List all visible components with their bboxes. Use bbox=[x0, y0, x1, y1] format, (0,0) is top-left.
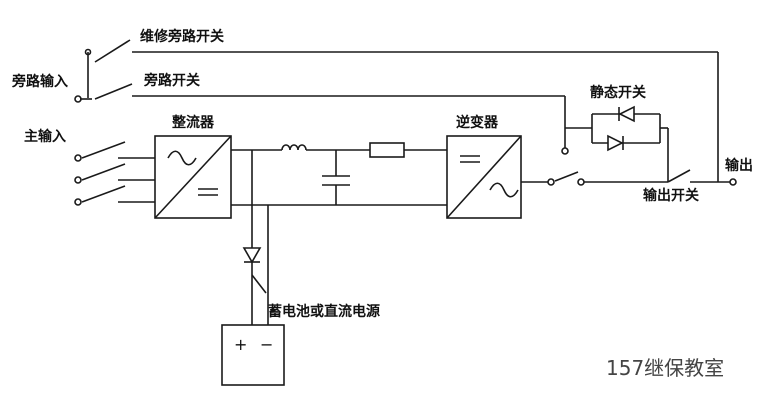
rectifier-block bbox=[154, 135, 232, 219]
output-switch-blade bbox=[667, 169, 691, 183]
battery-label: 蓄电池或直流电源 bbox=[268, 303, 380, 320]
maintenance-bypass-switch-blade bbox=[94, 39, 131, 63]
inverter-switch-terminal-1 bbox=[547, 178, 555, 186]
battery-diode-icon bbox=[242, 247, 262, 264]
main-input-switch-blade-1 bbox=[81, 141, 126, 159]
ac-wave-icon bbox=[489, 182, 519, 198]
diode-bottom-icon bbox=[607, 134, 624, 152]
inverter-switch-terminal-2 bbox=[577, 178, 585, 186]
main-input-switch-blade-2 bbox=[81, 163, 126, 181]
inverter-diagonal bbox=[446, 135, 522, 219]
main-input-terminal-1 bbox=[74, 154, 82, 162]
main-input-switch-blade-3 bbox=[81, 185, 126, 203]
battery-plus-symbol: + bbox=[234, 335, 247, 354]
maintenance-bypass-switch-label: 维修旁路开关 bbox=[140, 28, 224, 45]
maintenance-bypass-pivot bbox=[84, 48, 92, 56]
inverter-label: 逆变器 bbox=[456, 114, 499, 131]
bypass-input-label: 旁路输入 bbox=[11, 73, 68, 90]
rectifier-label: 整流器 bbox=[171, 114, 215, 131]
inverter-block bbox=[446, 135, 522, 219]
main-input-terminal-3 bbox=[74, 198, 82, 206]
battery-box bbox=[221, 324, 285, 386]
rectifier-diagonal bbox=[154, 135, 232, 219]
output-terminal bbox=[729, 178, 737, 186]
output-label: 输出 bbox=[725, 157, 753, 174]
battery-switch-blade bbox=[251, 274, 267, 294]
main-input-label: 主输入 bbox=[24, 128, 66, 145]
inductor-icon bbox=[281, 144, 307, 151]
output-switch-label: 输出开关 bbox=[643, 187, 699, 204]
bypass-switch-terminal bbox=[561, 147, 569, 155]
diode-top-icon bbox=[618, 105, 635, 123]
battery-branch: + − bbox=[221, 247, 285, 386]
output-path bbox=[521, 168, 737, 186]
main-input-terminal-2 bbox=[74, 176, 82, 184]
resistor-icon bbox=[369, 142, 405, 158]
ac-wave-icon bbox=[167, 150, 197, 166]
bypass-wiring bbox=[74, 39, 719, 168]
main-input bbox=[74, 141, 155, 206]
inverter-output-switch-blade bbox=[554, 171, 579, 182]
watermark: 157继保教室 bbox=[606, 356, 724, 380]
bypass-switch-label: 旁路开关 bbox=[143, 72, 200, 89]
static-switch-label: 静态开关 bbox=[590, 84, 646, 101]
bypass-switch-blade bbox=[94, 83, 133, 100]
battery-minus-symbol: − bbox=[260, 335, 273, 354]
static-switch bbox=[565, 105, 669, 182]
